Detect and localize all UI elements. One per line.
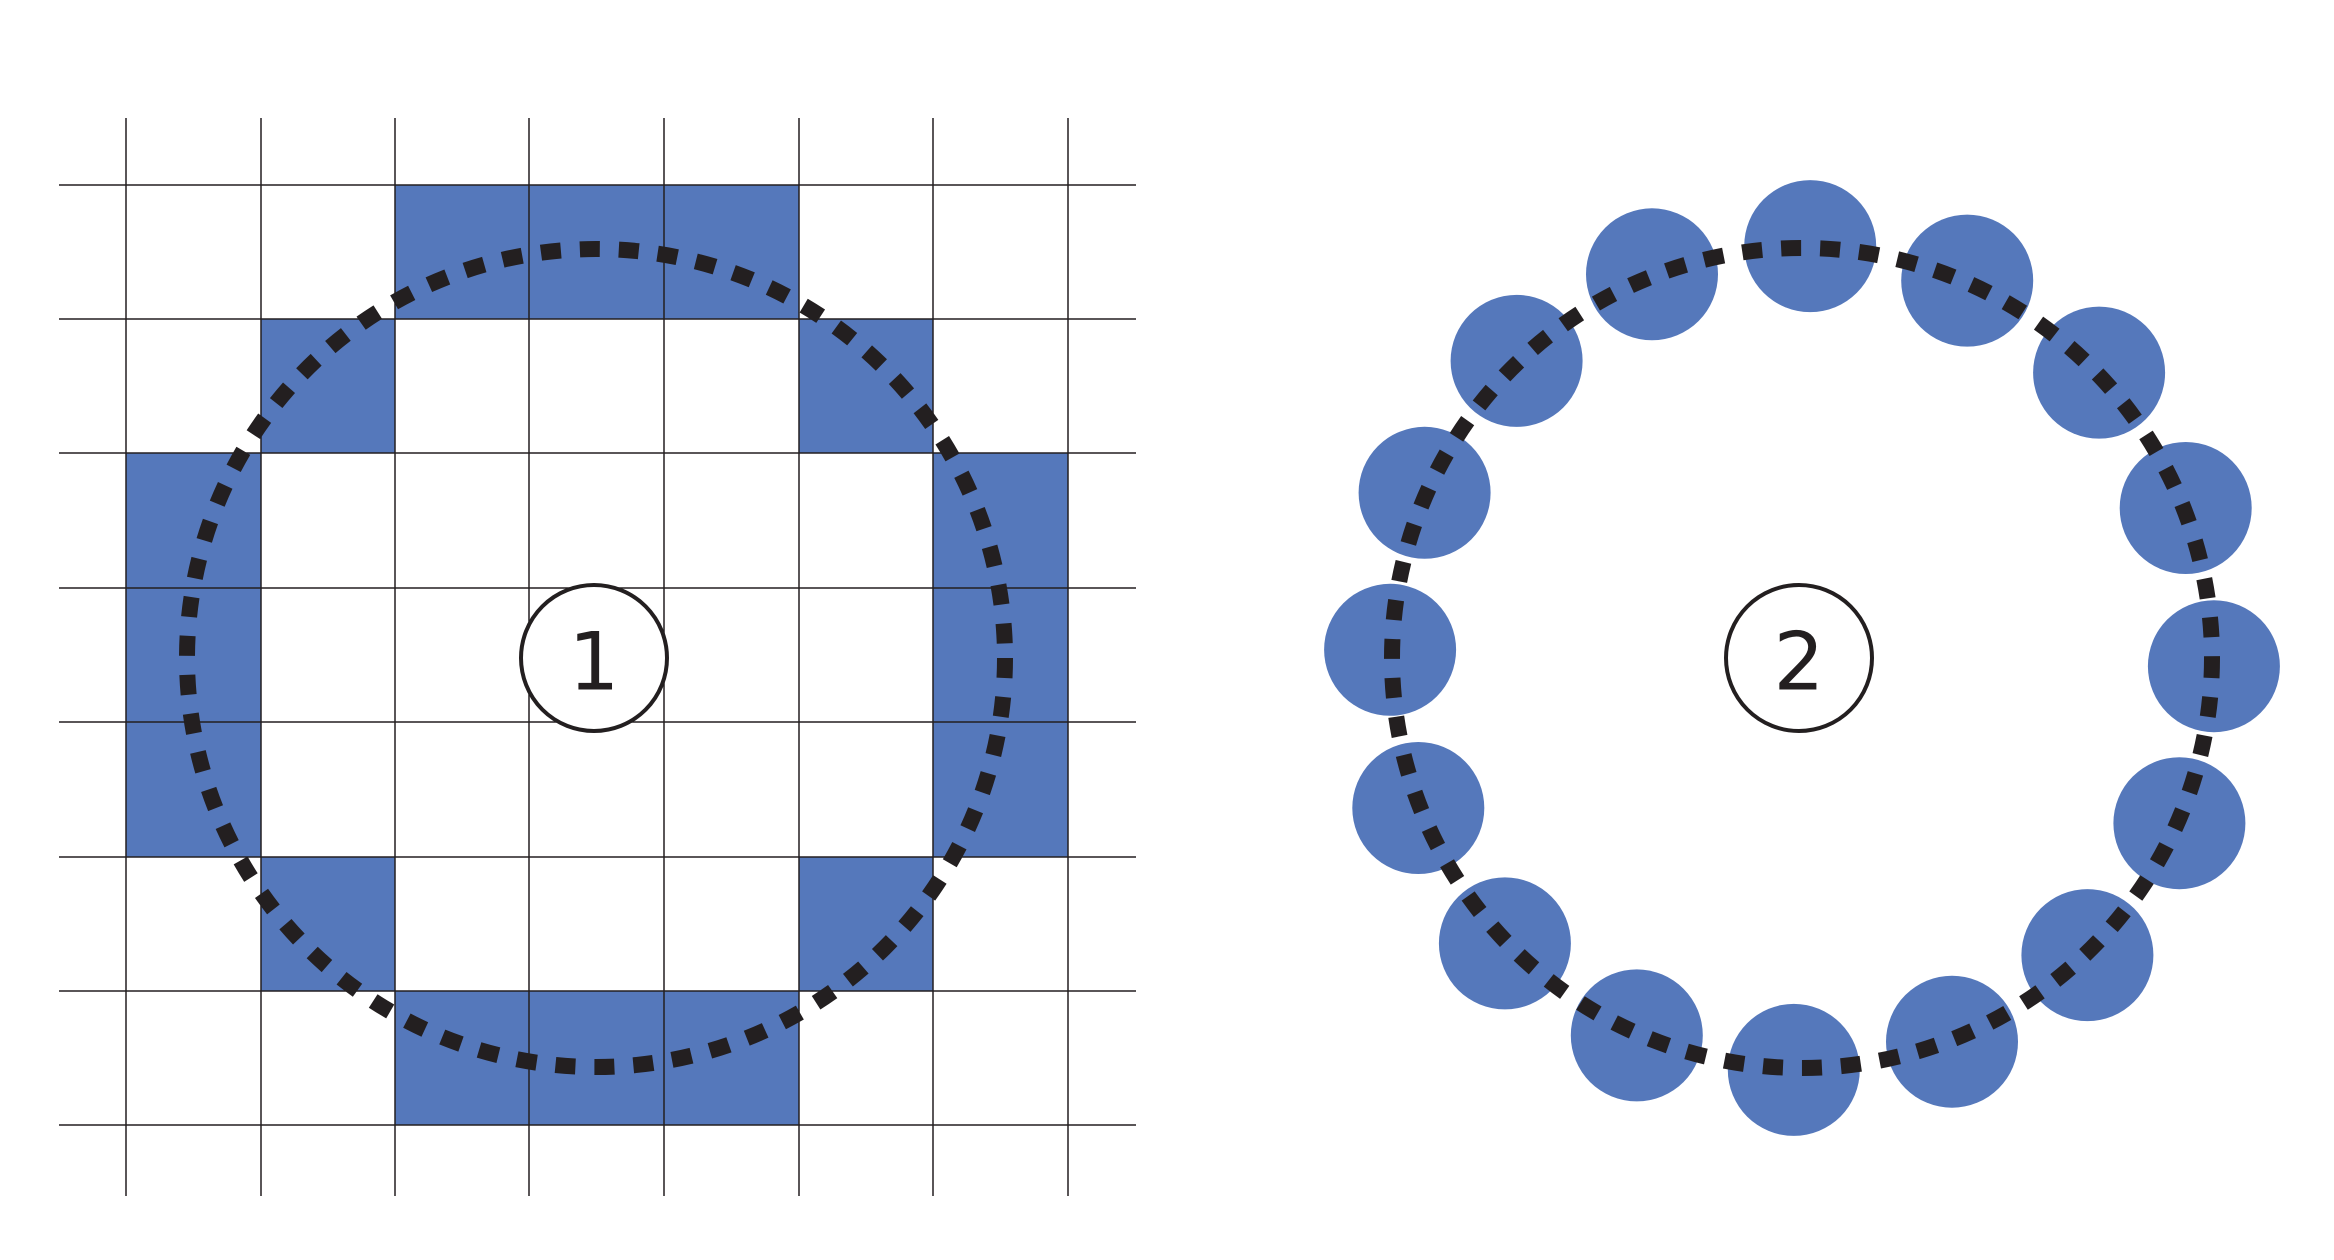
label-badge bbox=[519, 583, 669, 733]
filled-cell bbox=[395, 991, 799, 1125]
panel-circle-approximation: 2 bbox=[1324, 180, 2280, 1136]
circle-marker bbox=[1886, 975, 2018, 1108]
panel-grid-approximation: 1 bbox=[59, 118, 1136, 1196]
panel-label-1: 1 bbox=[519, 583, 669, 733]
filled-cell bbox=[261, 857, 395, 991]
panel-label-text: 1 bbox=[569, 616, 620, 709]
circle-marker bbox=[1586, 208, 1718, 341]
filled-cell bbox=[933, 453, 1068, 857]
circle-marker bbox=[1570, 969, 1703, 1102]
circle-marker bbox=[1744, 180, 1877, 313]
dotted-reference-circle bbox=[179, 241, 1013, 1075]
panel-label-text: 2 bbox=[1774, 616, 1825, 709]
circle-marker bbox=[1901, 214, 2034, 347]
label-badge bbox=[1724, 583, 1874, 733]
filled-cell bbox=[799, 319, 933, 453]
dotted-reference-circle bbox=[1384, 240, 2220, 1076]
panel-label-2: 2 bbox=[1724, 583, 1874, 733]
filled-cells bbox=[126, 185, 1068, 1125]
circle-marker bbox=[1727, 1003, 1860, 1136]
